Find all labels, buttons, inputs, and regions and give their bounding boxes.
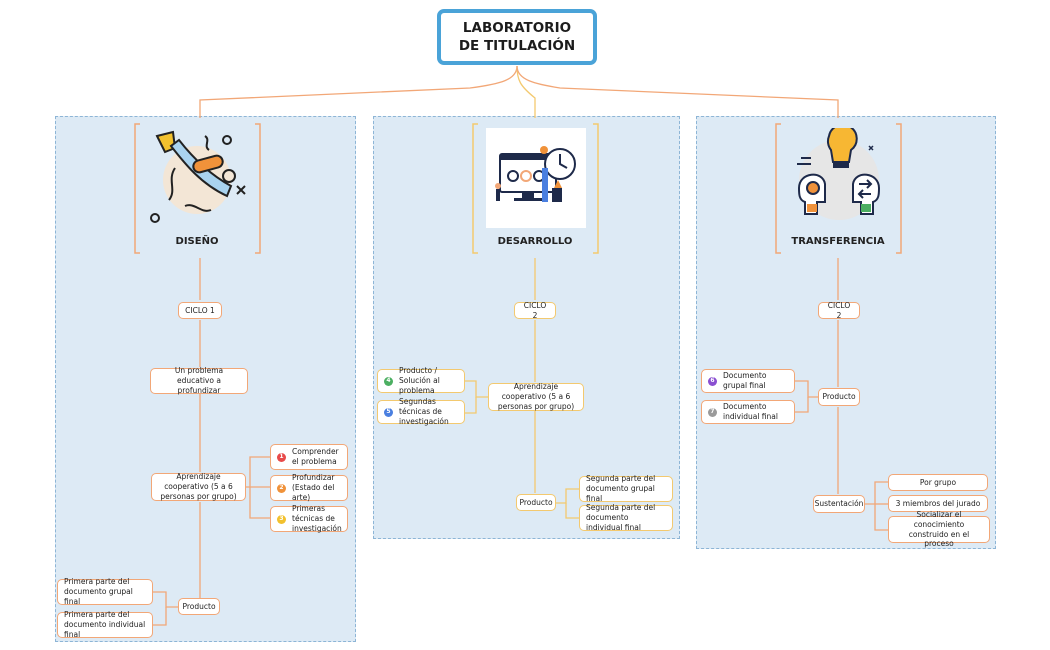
- section-label-desarrollo: DESARROLLO: [497, 236, 573, 247]
- transferencia-sust-3[interactable]: Socializar el conocimiento construido en…: [888, 510, 990, 548]
- transferencia-sust-3-text: Socializar el conocimiento construido en…: [908, 510, 970, 549]
- diseno-output-1[interactable]: Primera parte del documento grupal final: [57, 577, 153, 606]
- diseno-cycle[interactable]: CICLO 1: [178, 302, 222, 319]
- dashboard-team-icon: [486, 128, 586, 228]
- diseno-output-2-text: Primera parte del documento individual f…: [64, 610, 146, 639]
- desarrollo-output-1[interactable]: Segunda parte del documento grupal final: [579, 474, 673, 503]
- desarrollo-product-text: Producto: [519, 497, 553, 507]
- main-title-line1: LABORATORIO: [462, 19, 572, 36]
- desarrollo-output-2[interactable]: Segunda parte del documento individual f…: [579, 503, 673, 532]
- diseno-output-2[interactable]: Primera parte del documento individual f…: [57, 610, 153, 639]
- transferencia-sustentacion[interactable]: Sustentación: [813, 495, 865, 513]
- desarrollo-step-4-text: Producto / Solución al problema: [399, 366, 440, 395]
- transferencia-step-6-text: Documento grupal final: [723, 371, 767, 390]
- desarrollo-coop-text: Aprendizaje cooperativo (5 a 6 personas …: [497, 382, 575, 411]
- transferencia-sust-2-text: 3 miembros del jurado: [895, 498, 981, 508]
- diseno-cycle-text: CICLO 1: [185, 305, 215, 315]
- diseno-step-2-text: Profundizar (Estado del arte): [292, 473, 335, 502]
- badge-3-icon: 3: [277, 514, 286, 524]
- main-title-line2: DE TITULACIÓN: [458, 38, 576, 54]
- transferencia-step-7-text: Documento individual final: [723, 402, 778, 421]
- diseno-step-1-text: Comprender el problema: [292, 447, 339, 466]
- badge-2-icon: 2: [277, 483, 286, 493]
- desarrollo-output-1-text: Segunda parte del documento grupal final: [586, 474, 656, 503]
- section-label-transferencia: TRANSFERENCIA: [791, 236, 885, 247]
- diseno-step-3[interactable]: 3 Primeras técnicas de investigación: [270, 504, 348, 533]
- transferencia-product[interactable]: Producto: [818, 388, 860, 406]
- diseno-coop-text: Aprendizaje cooperativo (5 a 6 personas …: [160, 472, 237, 501]
- transferencia-step-6[interactable]: 6 Documento grupal final: [701, 369, 795, 393]
- diseno-output-1-text: Primera parte del documento grupal final: [64, 577, 133, 606]
- desarrollo-coop[interactable]: Aprendizaje cooperativo (5 a 6 personas …: [488, 382, 584, 411]
- diseno-step-2[interactable]: 2 Profundizar (Estado del arte): [270, 473, 348, 502]
- desarrollo-product[interactable]: Producto: [516, 494, 556, 511]
- desarrollo-step-5[interactable]: 5 Segundas técnicas de investigación: [377, 397, 465, 426]
- diseno-step-1[interactable]: 1 Comprender el problema: [270, 444, 348, 470]
- diseno-problem-text: Un problema educativo a profundizar: [174, 366, 224, 395]
- transferencia-sustentacion-text: Sustentación: [814, 499, 864, 509]
- badge-4-icon: 4: [384, 376, 393, 386]
- badge-5-icon: 5: [384, 407, 393, 417]
- diseno-coop[interactable]: Aprendizaje cooperativo (5 a 6 personas …: [151, 472, 246, 501]
- main-title: LABORATORIO DE TITULACIÓN: [437, 9, 597, 65]
- desarrollo-output-2-text: Segunda parte del documento individual f…: [586, 503, 656, 532]
- transferencia-cycle-text: CICLO 2: [827, 300, 851, 320]
- desarrollo-cycle[interactable]: CICLO 2: [514, 300, 556, 320]
- badge-6-icon: 6: [708, 376, 717, 386]
- transferencia-sust-1-text: Por grupo: [919, 477, 957, 487]
- diseno-product[interactable]: Producto: [178, 598, 220, 615]
- badge-1-icon: 1: [277, 452, 286, 462]
- transferencia-step-7[interactable]: 7 Documento individual final: [701, 400, 795, 424]
- diseno-product-text: Producto: [182, 601, 216, 611]
- badge-7-icon: 7: [708, 407, 717, 417]
- desarrollo-cycle-text: CICLO 2: [523, 300, 547, 320]
- diseno-problem[interactable]: Un problema educativo a profundizar: [150, 366, 248, 395]
- transferencia-product-text: Producto: [822, 392, 856, 402]
- section-label-diseno: DISEÑO: [175, 236, 219, 247]
- desarrollo-step-5-text: Segundas técnicas de investigación: [399, 397, 449, 426]
- desarrollo-step-4[interactable]: 4 Producto / Solución al problema: [377, 366, 465, 395]
- transferencia-cycle[interactable]: CICLO 2: [818, 300, 860, 320]
- knowledge-transfer-icon: [797, 128, 881, 220]
- transferencia-sust-1[interactable]: Por grupo: [888, 474, 988, 491]
- diver-icon: [150, 130, 246, 223]
- transferencia-sust-2[interactable]: 3 miembros del jurado: [888, 495, 988, 512]
- diseno-step-3-text: Primeras técnicas de investigación: [292, 504, 342, 533]
